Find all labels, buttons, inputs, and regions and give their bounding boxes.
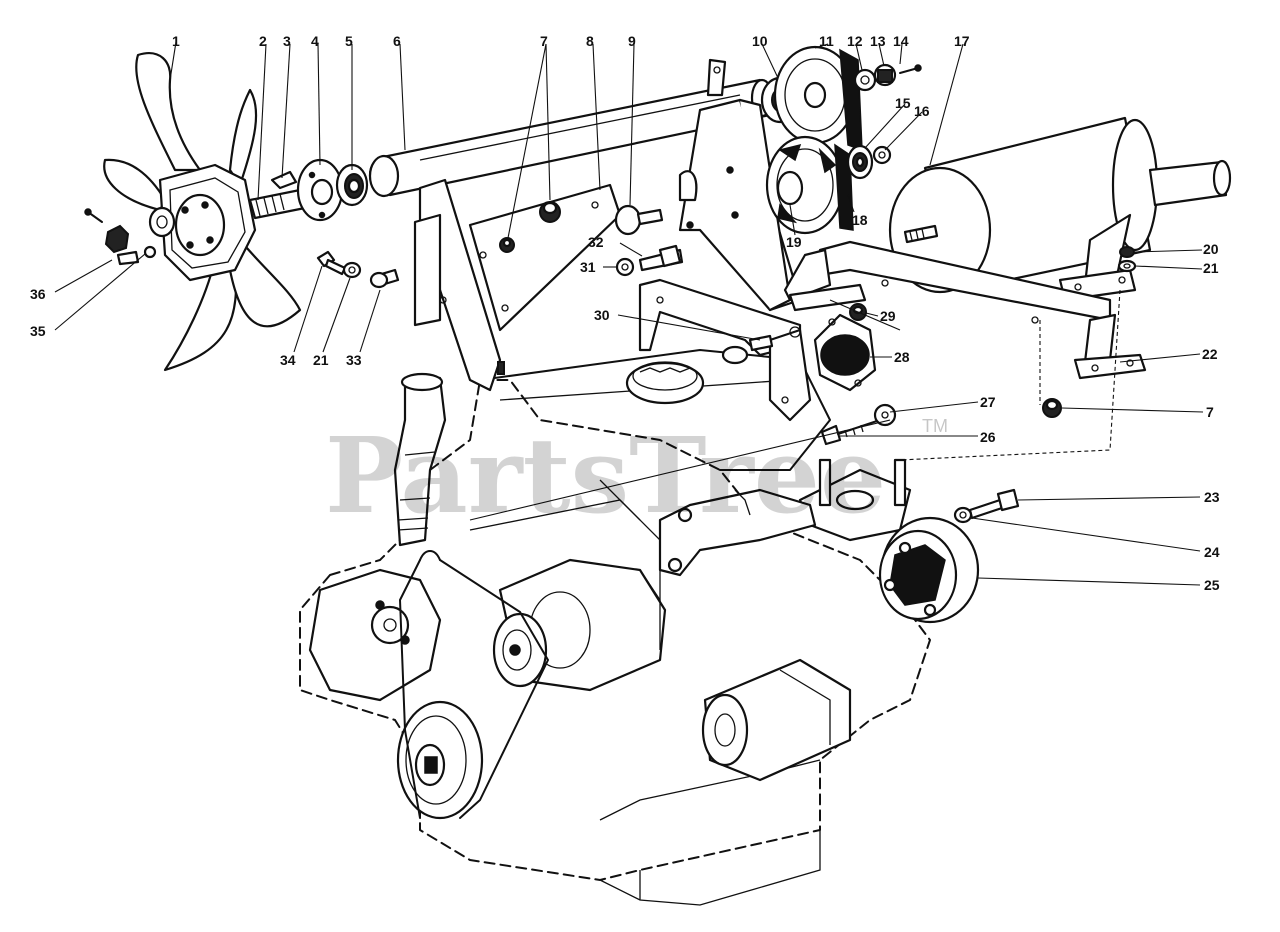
- starter-motor: [701, 658, 852, 782]
- bracket-nut: [499, 201, 561, 253]
- callout-32: 32: [588, 234, 604, 250]
- callout-8: 8: [586, 33, 594, 49]
- watermark-text: PartsTree: [325, 414, 886, 537]
- water-pump: [308, 568, 442, 702]
- callout-25: 25: [1204, 577, 1220, 593]
- callout-23: 23: [1204, 489, 1220, 505]
- callout-26: 26: [980, 429, 996, 445]
- callout-14: 14: [893, 33, 909, 49]
- callout-33: 33: [346, 352, 362, 368]
- callout-7: 7: [540, 33, 548, 49]
- callout-2: 2: [259, 33, 267, 49]
- callout-13: 13: [870, 33, 886, 49]
- left-bracket: [413, 178, 622, 392]
- cooling-fan: [103, 52, 302, 372]
- callout-1: 1: [172, 33, 180, 49]
- engine-block: [299, 345, 980, 906]
- callout-28: 28: [894, 349, 910, 365]
- callout-22: 22: [1202, 346, 1218, 362]
- fan-hub-hardware: [84, 206, 176, 266]
- callout-29: 29: [880, 308, 896, 324]
- alternator-pulley: [492, 612, 548, 688]
- callout-17: 17: [954, 33, 970, 49]
- bolts-33-34: [316, 250, 400, 289]
- muffler-support-bracket: [783, 240, 1147, 380]
- callout-4: 4: [311, 33, 319, 49]
- callout-18: 18: [852, 212, 868, 228]
- callout-20: 20: [1203, 241, 1219, 257]
- callout-12: 12: [847, 33, 863, 49]
- callout-35: 35: [30, 323, 46, 339]
- callout-5: 5: [345, 33, 353, 49]
- callout-15: 15: [895, 95, 911, 111]
- callout-21b: 21: [313, 352, 329, 368]
- callout-10: 10: [752, 33, 768, 49]
- bolt-9: [614, 204, 664, 236]
- callout-9: 9: [628, 33, 636, 49]
- thermostat-housing: [658, 458, 912, 577]
- callout-24: 24: [1204, 544, 1220, 560]
- coolant-hose: [393, 372, 447, 547]
- muffler-hardware: [1117, 246, 1137, 273]
- callout-34: 34: [280, 352, 296, 368]
- oil-filler-cap: [625, 345, 749, 405]
- callout-19: 19: [786, 234, 802, 250]
- callout-labels: 1 2 3 4 5 6 7 8 9 10 11 12 13 14 15 16 1…: [30, 33, 1220, 593]
- nut-7-lower: [1042, 398, 1062, 418]
- callout-7b: 7: [1206, 404, 1214, 420]
- callout-36: 36: [30, 286, 46, 302]
- callout-30: 30: [594, 307, 610, 323]
- bolt-32: [615, 244, 684, 277]
- callout-3: 3: [283, 33, 291, 49]
- callout-16: 16: [914, 103, 930, 119]
- fan-belt: [399, 550, 549, 819]
- crank-pulley: [396, 700, 484, 820]
- lower-mount-bracket: [638, 278, 812, 422]
- lower-pulley: [765, 135, 892, 235]
- callout-21: 21: [1203, 260, 1219, 276]
- bolt-23-washer-24: [953, 488, 1020, 524]
- leader-lines: [54, 41, 1204, 586]
- callout-31: 31: [580, 259, 596, 275]
- upper-pulley: [760, 45, 922, 152]
- callout-27: 27: [980, 394, 996, 410]
- water-outlet-elbow: [878, 516, 980, 624]
- watermark-trademark: TM: [922, 416, 948, 436]
- engine-mount-plate: [813, 303, 877, 392]
- callout-11: 11: [819, 33, 834, 49]
- callout-6: 6: [393, 33, 401, 49]
